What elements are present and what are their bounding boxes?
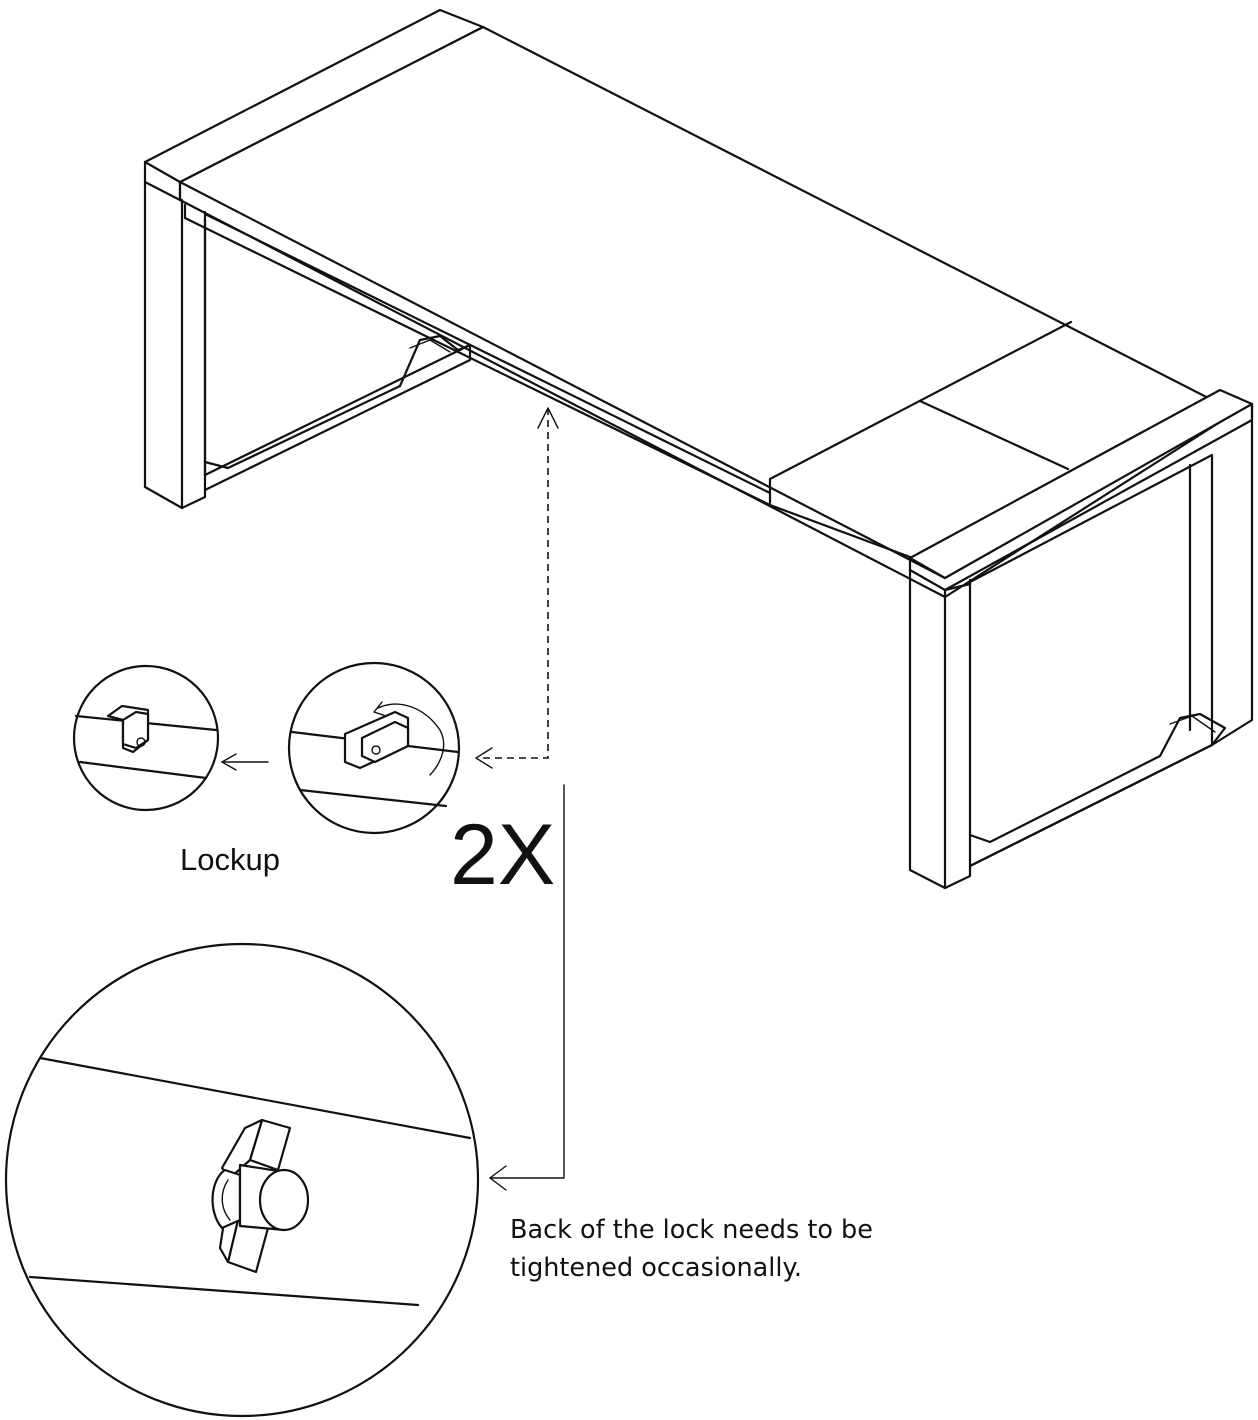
table-top-edge xyxy=(178,180,1222,599)
left-end-cap xyxy=(143,8,485,184)
maintenance-note-line-1: Back of the lock needs to be xyxy=(510,1215,873,1245)
left-end-cap-edge xyxy=(143,160,182,202)
left-leg-frame xyxy=(143,180,472,510)
lock-open-detail xyxy=(287,661,461,835)
wing-nut-leader xyxy=(489,784,565,1191)
right-end-cap xyxy=(908,388,1254,580)
maintenance-note-line-2: tightened occasionally. xyxy=(510,1253,803,1283)
lock-location-leader xyxy=(475,407,559,769)
extension-leaf-seam-2 xyxy=(918,399,1070,471)
right-leg-frame xyxy=(908,402,1254,890)
extendable-table-illustration xyxy=(143,8,1254,890)
maintenance-note: Back of the lock needs to be tightened o… xyxy=(510,1211,873,1287)
lockup-label: Lockup xyxy=(180,842,280,877)
wing-nut-detail xyxy=(4,942,480,1418)
quantity-label: 2X xyxy=(450,807,556,903)
table-apron xyxy=(183,203,912,559)
lock-transition-arrow xyxy=(221,753,269,771)
lock-closed-detail xyxy=(72,664,220,812)
